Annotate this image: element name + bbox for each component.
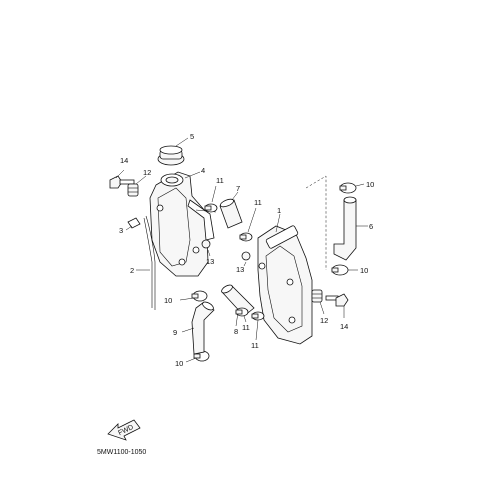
callout-8: 8	[234, 327, 238, 336]
callout-4: 4	[201, 166, 205, 175]
callout-5: 5	[190, 132, 194, 141]
callout-11-lower-right: 11	[251, 341, 259, 350]
radiator-hose-lower-left	[181, 301, 215, 355]
callout-10-right-top: 10	[366, 180, 374, 189]
hose-clamp-upper-right	[239, 207, 257, 242]
diagram-code: 5MW1100-1050	[97, 449, 146, 456]
radiator-hose-upper	[219, 191, 243, 229]
hose-clamp-left-middle	[179, 290, 208, 302]
callout-6: 6	[369, 222, 373, 231]
callout-10-left-middle: 10	[164, 296, 172, 305]
bolt-13-left	[201, 239, 211, 257]
forward-arrow-icon: FWD	[107, 419, 141, 441]
callout-7: 7	[236, 184, 240, 193]
bolt-left	[109, 169, 135, 189]
callout-11-upper-right: 11	[254, 198, 262, 207]
callout-14-right: 14	[340, 322, 348, 331]
reference-dash	[305, 175, 327, 270]
bolt-right	[325, 293, 349, 318]
bolt-13-right	[241, 251, 251, 267]
callout-1: 1	[277, 206, 281, 215]
callout-9: 9	[173, 328, 177, 337]
callout-12-right: 12	[320, 316, 328, 325]
callout-13-left: 13	[206, 257, 214, 266]
callout-12-left: 12	[143, 168, 151, 177]
callout-2: 2	[130, 266, 134, 275]
callout-14-left: 14	[120, 156, 128, 165]
radiator-hose-lower-middle	[221, 284, 255, 327]
radiator-hose-right	[333, 196, 368, 261]
hose-clamp-upper-left	[204, 185, 218, 213]
breather-hose	[136, 215, 156, 310]
right-radiator	[257, 213, 313, 345]
hose-clamp-lower-right	[251, 311, 265, 341]
grommet-right	[311, 289, 325, 315]
callout-11-lower-left: 11	[242, 323, 250, 332]
clip	[125, 217, 141, 231]
hose-clamp-right-bottom	[331, 264, 358, 276]
callout-10-left-bottom: 10	[175, 359, 183, 368]
hose-clamp-right-top	[339, 182, 365, 194]
radiator-cap	[157, 137, 189, 166]
callout-10-right-bottom: 10	[360, 266, 368, 275]
hose-clamp-lower-left	[235, 307, 249, 323]
grommet-left	[127, 175, 147, 197]
left-radiator	[149, 171, 209, 277]
callout-11-upper-left: 11	[216, 176, 224, 185]
callout-3: 3	[119, 226, 123, 235]
callout-13-right: 13	[236, 265, 244, 274]
